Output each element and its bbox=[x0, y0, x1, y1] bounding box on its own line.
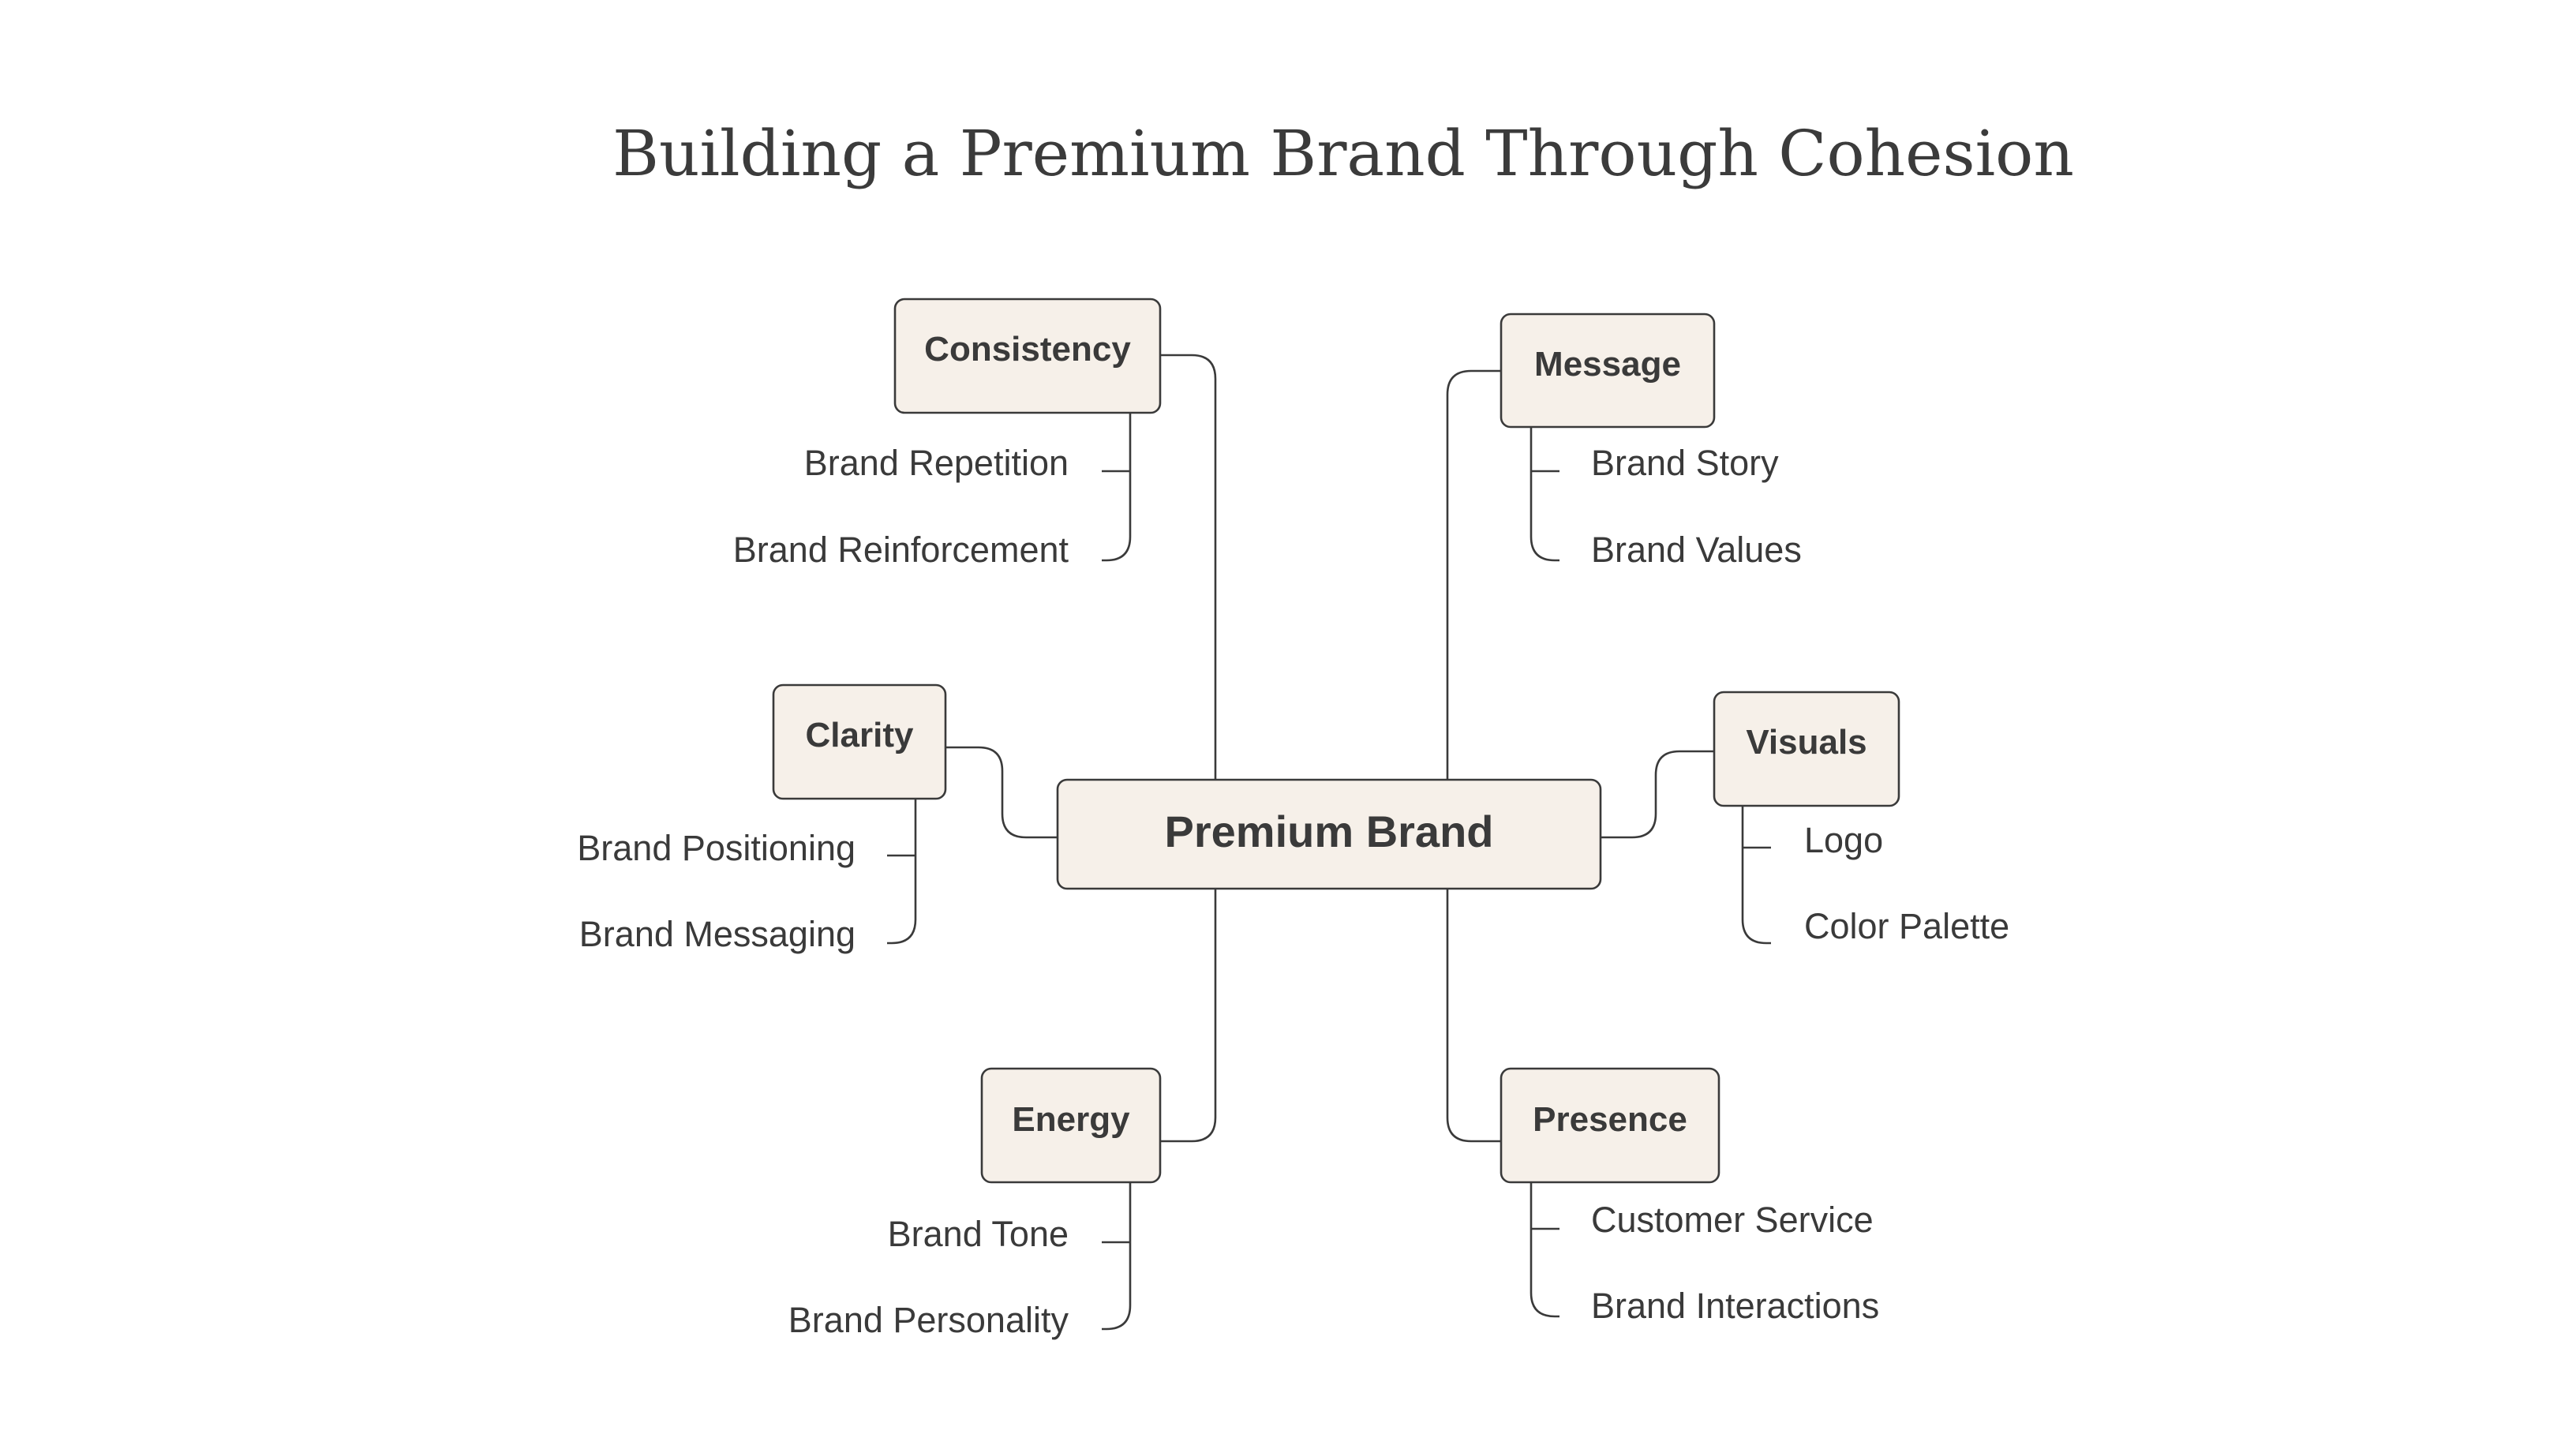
diagram-title: Building a Premium Brand Through Cohesio… bbox=[612, 117, 2074, 190]
branch-label-message: Message bbox=[1534, 345, 1681, 384]
branch-box-presence bbox=[1500, 1067, 1720, 1184]
center-node[interactable]: Premium Brand bbox=[1056, 778, 1602, 890]
leaf-brand-story: Brand Story bbox=[1591, 443, 1779, 483]
leaf-brand-reinforcement: Brand Reinforcement bbox=[733, 530, 1069, 570]
branch-box-energy bbox=[980, 1067, 1162, 1184]
branch-node-clarity[interactable]: Clarity bbox=[772, 683, 947, 800]
branch-node-consistency[interactable]: Consistency bbox=[893, 298, 1162, 414]
leaf-brand-personality: Brand Personality bbox=[788, 1300, 1069, 1340]
connector-visuals bbox=[1601, 750, 1714, 839]
branch-label-presence: Presence bbox=[1533, 1100, 1687, 1139]
leaf-brand-values: Brand Values bbox=[1591, 530, 1802, 570]
branch-box-visuals bbox=[1713, 691, 1900, 807]
connector-energy bbox=[1160, 889, 1217, 1143]
branch-node-message[interactable]: Message bbox=[1500, 313, 1716, 429]
center-node-box bbox=[1056, 778, 1602, 890]
branch-label-visuals: Visuals bbox=[1746, 723, 1866, 762]
leaf-line-message bbox=[1530, 427, 1559, 562]
leaf-line-energy bbox=[1102, 1182, 1132, 1331]
branch-label-consistency: Consistency bbox=[924, 330, 1131, 369]
leaf-line-clarity bbox=[887, 799, 917, 945]
branch-label-clarity: Clarity bbox=[806, 716, 914, 754]
leaf-brand-interactions: Brand Interactions bbox=[1591, 1286, 1879, 1326]
leaf-line-presence bbox=[1530, 1182, 1559, 1318]
connector-clarity bbox=[945, 746, 1058, 839]
leaf-logo: Logo bbox=[1804, 820, 1883, 860]
connectors bbox=[945, 354, 1714, 1143]
branch-node-presence[interactable]: Presence bbox=[1500, 1067, 1720, 1184]
connector-consistency bbox=[1160, 354, 1217, 781]
branch-box-clarity bbox=[772, 683, 947, 800]
branch-label-energy: Energy bbox=[1012, 1100, 1130, 1139]
leaf-brand-repetition: Brand Repetition bbox=[804, 443, 1069, 483]
leaf-brand-messaging: Brand Messaging bbox=[579, 914, 856, 954]
branch-node-visuals[interactable]: Visuals bbox=[1713, 691, 1900, 807]
leaf-line-consistency bbox=[1102, 414, 1132, 562]
connector-message bbox=[1446, 369, 1501, 781]
leaf-connectors bbox=[887, 414, 1771, 1331]
center-node-label: Premium Brand bbox=[1165, 807, 1494, 856]
branch-box-consistency bbox=[893, 298, 1162, 414]
leaf-brand-positioning: Brand Positioning bbox=[577, 828, 856, 868]
leaf-customer-service: Customer Service bbox=[1591, 1200, 1874, 1240]
leaf-line-visuals bbox=[1741, 806, 1771, 945]
branch-node-energy[interactable]: Energy bbox=[980, 1067, 1162, 1184]
leaf-brand-tone: Brand Tone bbox=[888, 1214, 1069, 1254]
branch-box-message bbox=[1500, 313, 1716, 429]
leaf-color-palette: Color Palette bbox=[1804, 906, 2009, 946]
connector-presence bbox=[1446, 889, 1501, 1143]
